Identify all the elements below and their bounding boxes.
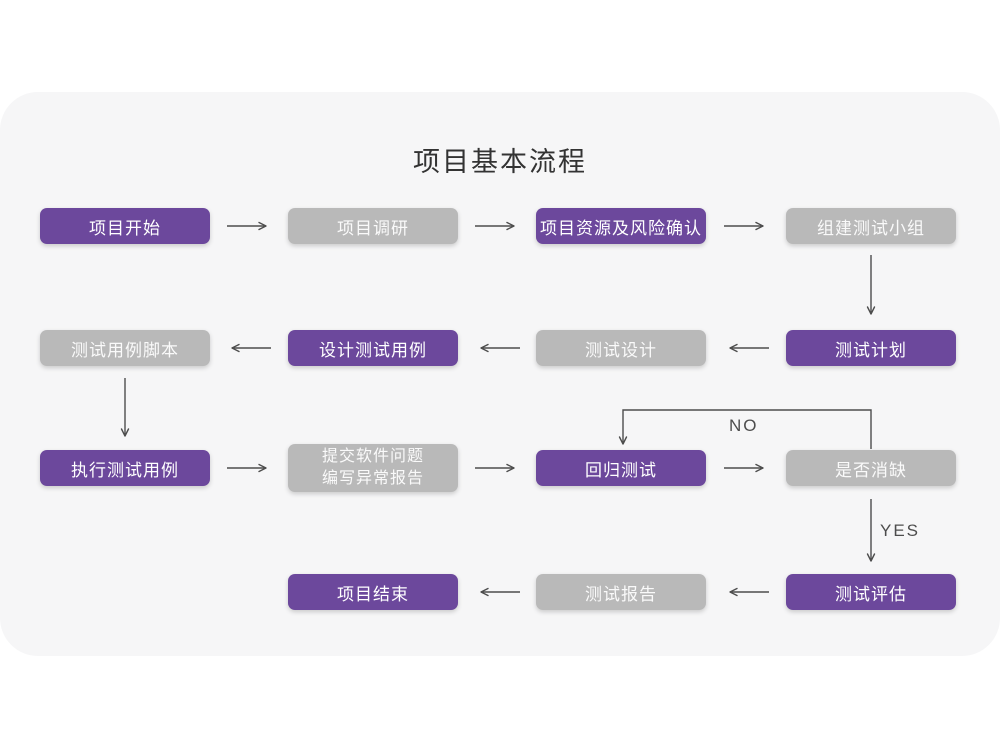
flow-node-submit-issue-report: 提交软件问题 编写异常报告 (288, 444, 458, 492)
flow-node-project-research: 项目调研 (288, 208, 458, 244)
flow-node-defects-cleared: 是否消缺 (786, 450, 956, 486)
flow-node-project-end: 项目结束 (288, 574, 458, 610)
flow-node-design-test-cases: 设计测试用例 (288, 330, 458, 366)
flow-node-test-evaluation: 测试评估 (786, 574, 956, 610)
flowchart-card (0, 92, 1000, 656)
flow-node-project-start: 项目开始 (40, 208, 210, 244)
flow-node-build-test-team: 组建测试小组 (786, 208, 956, 244)
flow-node-test-report: 测试报告 (536, 574, 706, 610)
flow-node-test-design: 测试设计 (536, 330, 706, 366)
flow-node-regression-test: 回归测试 (536, 450, 706, 486)
flow-node-execute-test-cases: 执行测试用例 (40, 450, 210, 486)
flow-node-test-plan: 测试计划 (786, 330, 956, 366)
edge-label-yes: YES (880, 521, 921, 540)
diagram-title: 项目基本流程 (413, 147, 587, 177)
flow-node-test-case-scripts: 测试用例脚本 (40, 330, 210, 366)
edge-label-no: NO (729, 416, 759, 435)
flow-node-resources-risk: 项目资源及风险确认 (536, 208, 706, 244)
